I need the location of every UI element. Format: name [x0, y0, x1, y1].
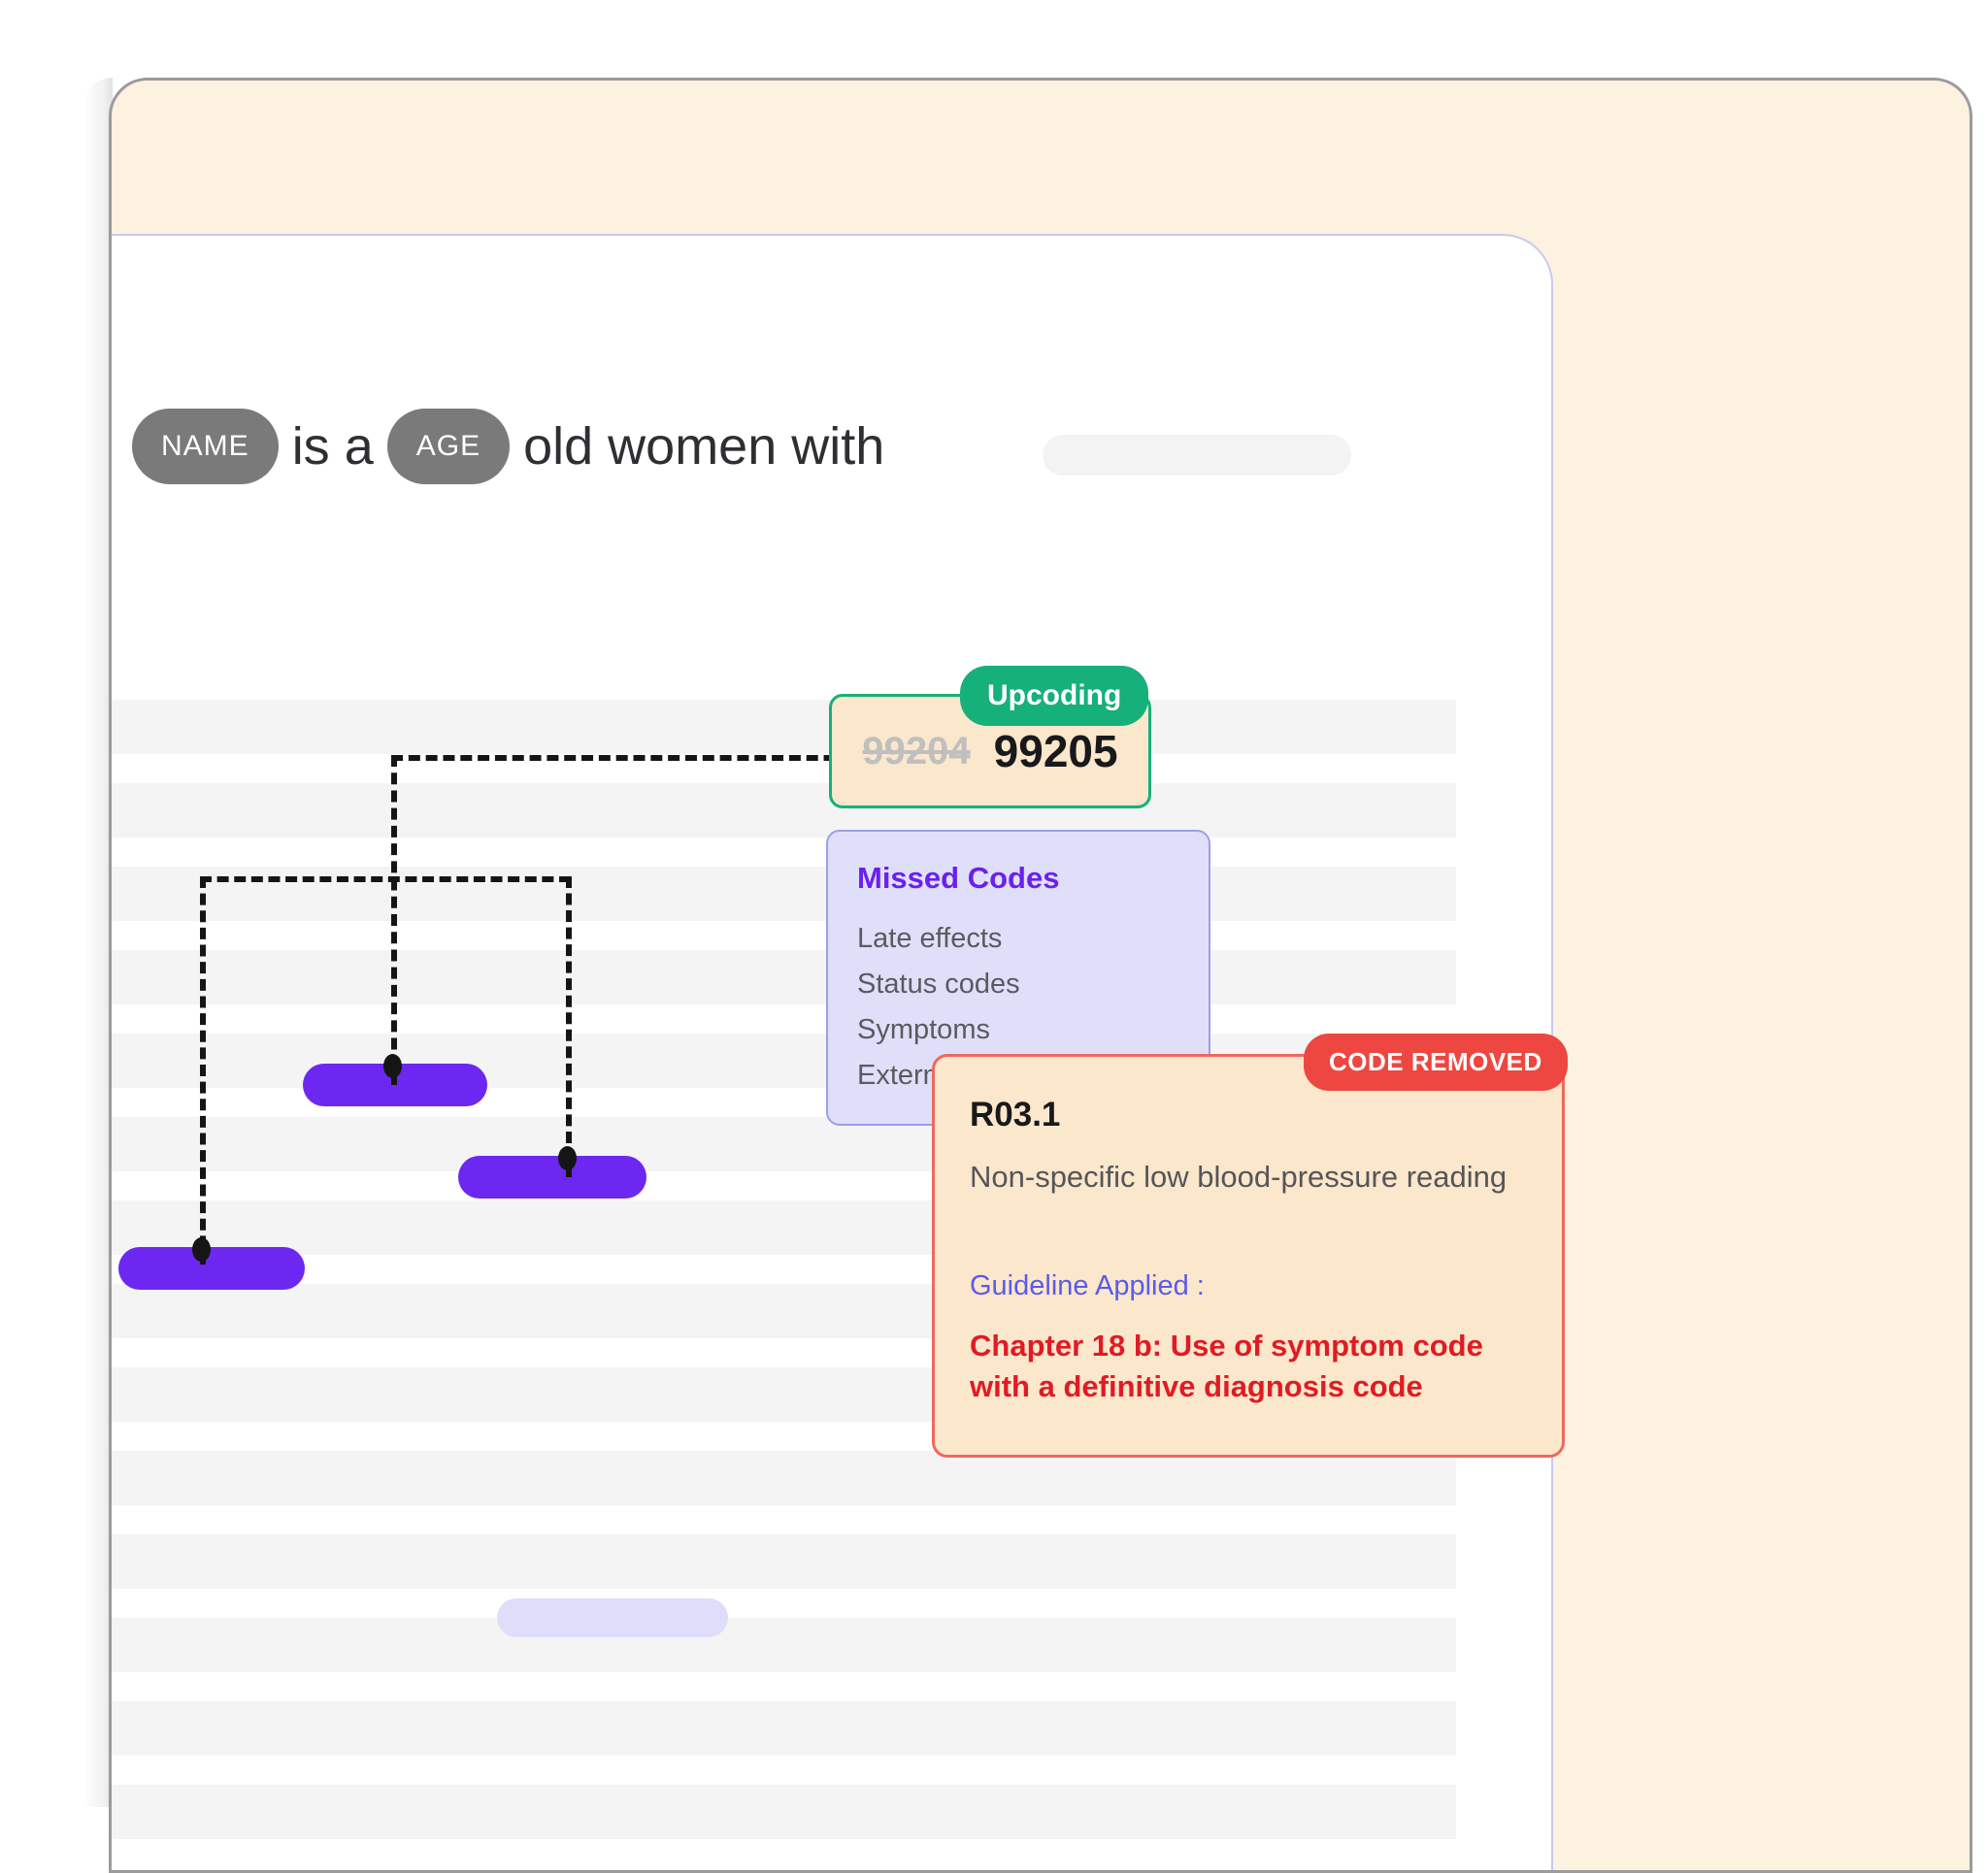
connector-line-vertical — [566, 876, 572, 1177]
connector-dot — [192, 1237, 211, 1262]
connector-line-horizontal — [200, 876, 571, 882]
device-frame: NAME is a AGE old women with 99204 — [109, 78, 1972, 1873]
headline-text-is-a: is a — [291, 417, 374, 476]
missed-code-item: Status codes — [857, 969, 1020, 1000]
skeleton-band — [112, 783, 1456, 838]
device-shadow — [83, 78, 113, 1807]
removed-code-description: Non-specific low blood-pressure reading — [970, 1160, 1508, 1194]
missed-code-item: Late effects — [857, 923, 1003, 954]
skeleton-band — [112, 1534, 1456, 1589]
page-title: NAME is a AGE old women with — [130, 409, 896, 484]
highlight-pill[interactable] — [458, 1156, 646, 1199]
skeleton-band — [112, 1618, 1456, 1672]
new-code-value: 99205 — [993, 726, 1118, 776]
connector-line-to-arrow — [391, 755, 887, 761]
removed-code-value: R03.1 — [970, 1096, 1061, 1134]
connector-line-vertical — [200, 876, 206, 1265]
skeleton-band — [112, 700, 1456, 754]
headline-text-suffix: old women with — [523, 417, 885, 476]
upcoding-badge: Upcoding — [960, 666, 1149, 726]
connector-line-vertical — [391, 755, 397, 1085]
code-removed-badge: CODE REMOVED — [1304, 1034, 1568, 1091]
skeleton-band — [112, 1785, 1456, 1839]
old-code-value: 99204 — [862, 729, 971, 772]
skeleton-band — [112, 950, 1456, 1004]
guideline-applied-label: Guideline Applied : — [970, 1270, 1205, 1301]
highlight-pill[interactable] — [118, 1247, 305, 1290]
skeleton-band — [112, 1451, 1456, 1505]
inline-lavender-placeholder — [497, 1598, 728, 1637]
token-name[interactable]: NAME — [132, 409, 279, 484]
connector-dot — [383, 1054, 402, 1078]
guideline-applied-text: Chapter 18 b: Use of symptom code with a… — [970, 1329, 1483, 1403]
missed-codes-title: Missed Codes — [857, 861, 1060, 895]
missed-code-item: Symptoms — [857, 1014, 990, 1045]
code-removed-card[interactable]: R03.1 Non-specific low blood-pressure re… — [932, 1054, 1565, 1458]
skeleton-band — [112, 1701, 1456, 1756]
headline-placeholder — [1043, 435, 1351, 476]
connector-dot — [558, 1146, 577, 1170]
skeleton-band — [112, 867, 1456, 921]
token-age[interactable]: AGE — [386, 409, 511, 484]
